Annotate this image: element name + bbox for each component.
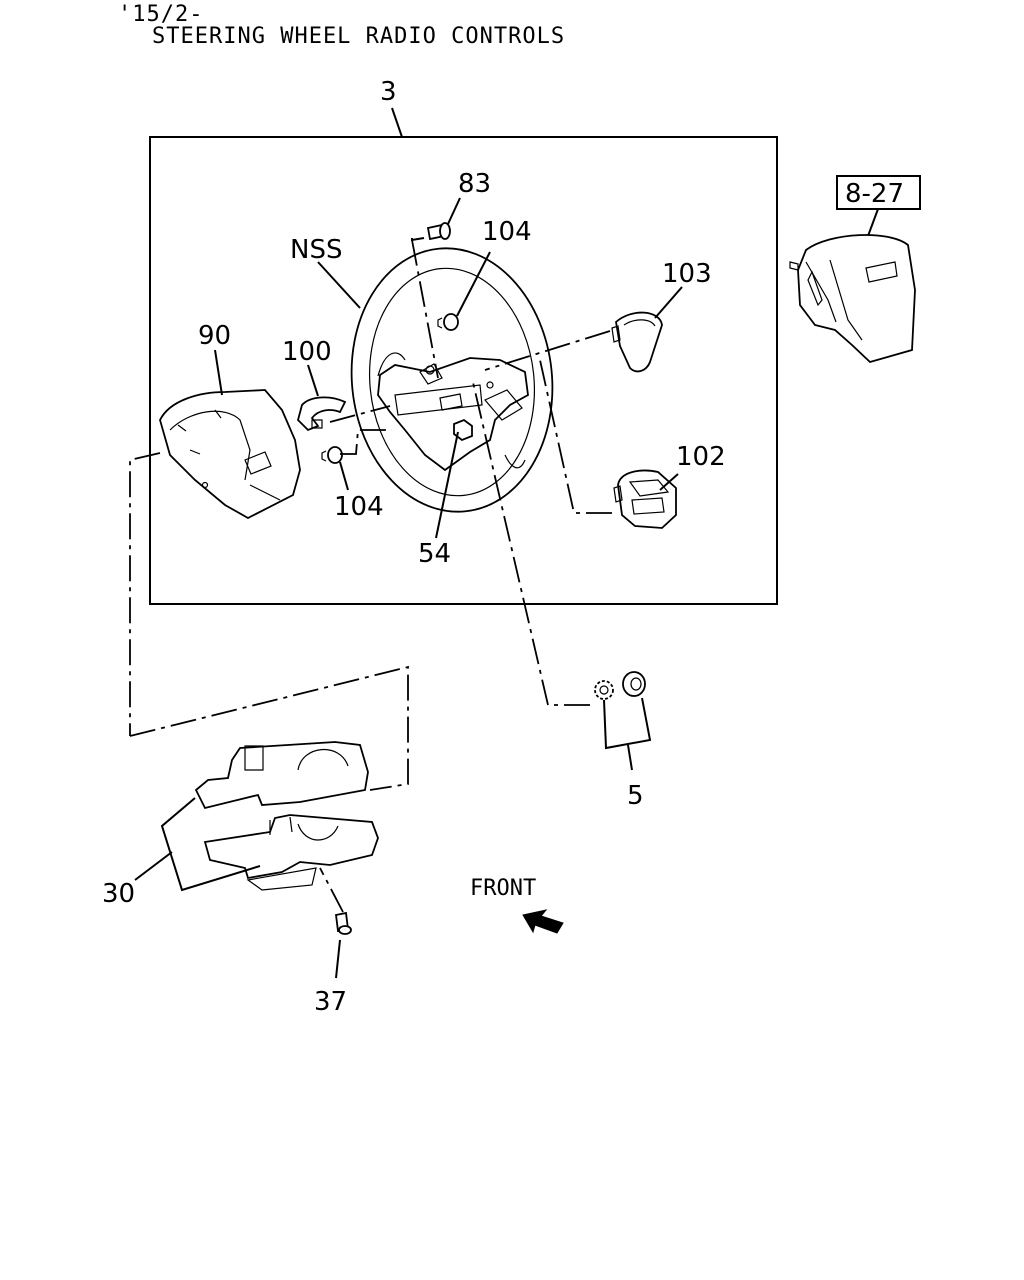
leader-104-top (456, 251, 491, 317)
assembly-frame (149, 136, 778, 605)
dashline-83 (411, 239, 439, 379)
dashline-100 (329, 405, 391, 423)
leader-102 (659, 473, 679, 491)
dashline-37 (319, 867, 344, 913)
switch-103-part[interactable] (611, 311, 663, 373)
leader-54 (435, 431, 459, 539)
switch-102-part[interactable] (613, 469, 677, 529)
leader-30 (134, 851, 173, 881)
label-90: 90 (198, 321, 231, 351)
leader-83 (447, 197, 461, 225)
leader-5 (627, 744, 633, 771)
label-5: 5 (627, 781, 644, 811)
leader-nss (317, 261, 361, 309)
dashline-104-bottom (340, 429, 392, 455)
bolt-83-part[interactable] (426, 222, 451, 241)
washer-nut-5-part[interactable] (594, 671, 646, 700)
dashline-103 (484, 330, 611, 371)
dashline-90 (129, 452, 161, 736)
leader-90 (214, 349, 223, 396)
diagram-title: STEERING WHEEL RADIO CONTROLS (152, 24, 566, 49)
label-3: 3 (380, 77, 397, 107)
harness-100-part[interactable] (296, 396, 347, 432)
label-104-top: 104 (482, 217, 532, 247)
leader-8-27 (867, 208, 879, 237)
front-label: FRONT (470, 876, 536, 901)
screw-37-part[interactable] (335, 911, 352, 935)
label-54: 54 (418, 539, 451, 569)
label-102: 102 (676, 442, 726, 472)
dashline-5 (471, 377, 590, 706)
label-8-27: 8-27 (845, 179, 904, 209)
dashline-30-outer (129, 665, 409, 791)
leader-100 (307, 364, 319, 397)
diagram-code: '15/2- (118, 2, 204, 27)
cover-90-part[interactable] (159, 389, 301, 520)
label-30: 30 (102, 879, 135, 909)
label-37: 37 (314, 987, 347, 1017)
screw-104-top-part[interactable] (437, 313, 459, 331)
leader-3 (391, 107, 403, 138)
column-cover-30-part[interactable] (194, 741, 379, 891)
dashline-102 (539, 359, 612, 514)
steering-wheel-part[interactable] (339, 238, 565, 521)
ref-box[interactable] (836, 175, 921, 210)
label-83: 83 (458, 169, 491, 199)
nut-54-part[interactable] (453, 418, 473, 442)
label-nss: NSS (290, 235, 342, 265)
airbag-module-part[interactable] (789, 234, 916, 364)
leader-5-bracket (603, 697, 652, 750)
label-100: 100 (282, 337, 332, 367)
label-104-bottom: 104 (334, 492, 384, 522)
screw-104-bottom-part[interactable] (321, 446, 343, 464)
leader-30-bracket (160, 797, 261, 892)
leader-37 (335, 939, 341, 979)
arrow-up-left-icon (522, 909, 564, 934)
label-103: 103 (662, 259, 712, 289)
leader-103 (654, 286, 683, 319)
leader-104-bottom (339, 461, 349, 491)
